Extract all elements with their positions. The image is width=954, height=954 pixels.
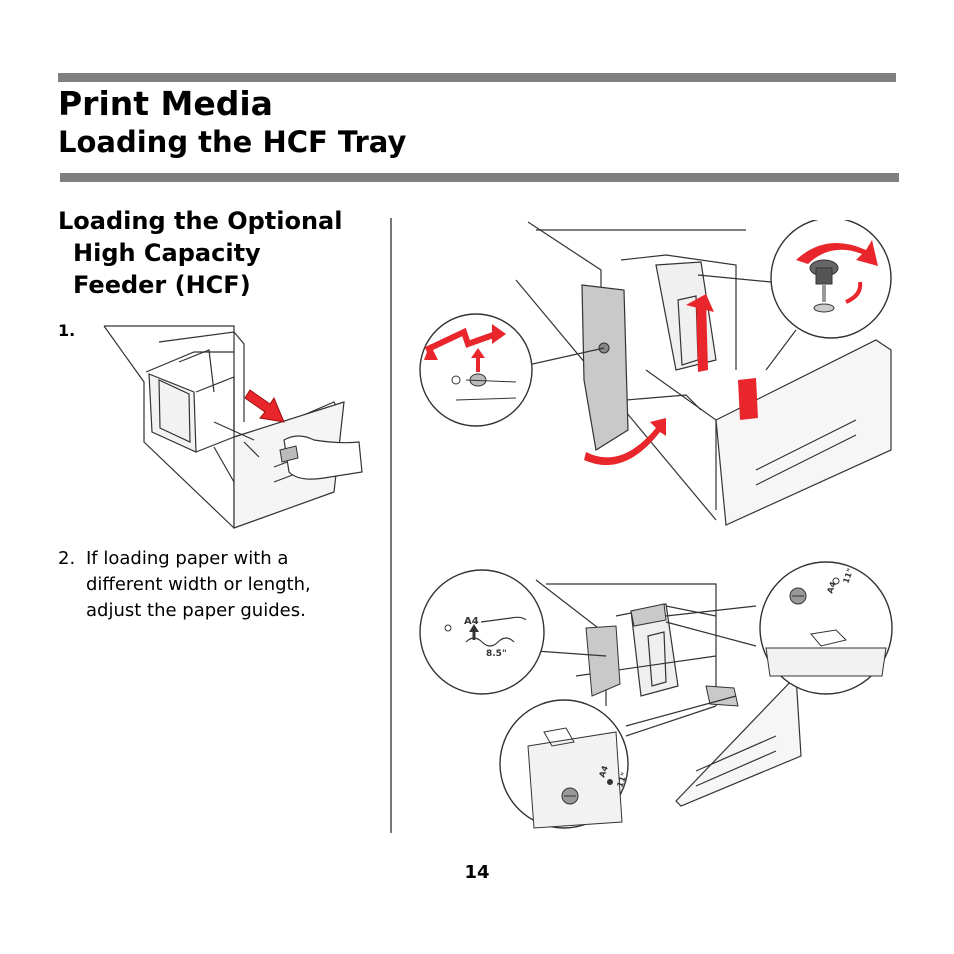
- guide-label-5: A4: [597, 764, 610, 779]
- step-2: 2. If loading paper with a different wid…: [58, 546, 358, 624]
- step-1-illustration: [84, 322, 364, 530]
- adjust-guides-illustration-bottom: A4 8.5" A4 11" A4 11": [416, 556, 896, 832]
- step-2-number: 2.: [58, 548, 76, 569]
- column-divider: [390, 218, 392, 833]
- page-title: Print Media: [58, 84, 273, 123]
- guide-label-1: A4: [464, 616, 479, 627]
- page-subtitle: Loading the HCF Tray: [58, 125, 407, 159]
- page-number: 14: [464, 862, 490, 883]
- section-heading-line-1: Loading the Optional: [58, 207, 343, 235]
- section-heading-line-2: High Capacity: [73, 239, 261, 267]
- guide-label-3: A4: [825, 580, 838, 595]
- step-2-text: If loading paper with a different width …: [86, 548, 311, 621]
- adjust-guides-illustration-top: [416, 220, 896, 532]
- header-rule-top: [58, 73, 896, 82]
- step-1-number: 1.: [58, 321, 76, 340]
- section-heading-line-3: Feeder (HCF): [73, 271, 251, 299]
- guide-label-2: 8.5": [486, 649, 507, 659]
- section-heading: Loading the Optional High Capacity Feede…: [58, 205, 378, 301]
- header-rule-bottom: [60, 173, 899, 182]
